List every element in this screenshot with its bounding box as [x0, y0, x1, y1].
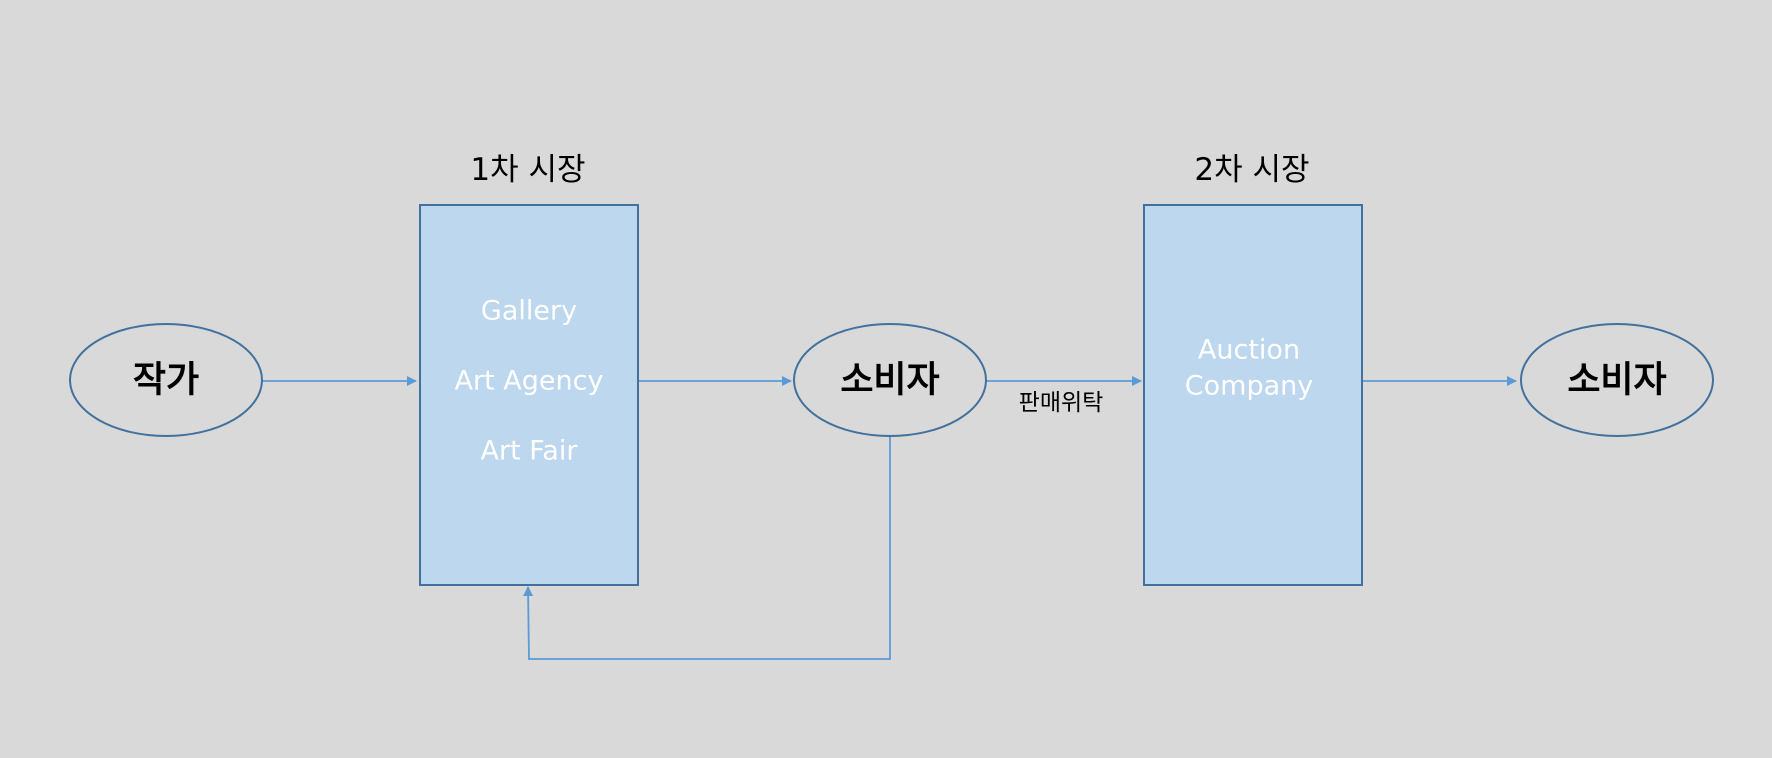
- primary-item-art-agency: Art Agency: [455, 366, 604, 397]
- artist-label: 작가: [133, 360, 199, 401]
- primary-item-art-fair: Art Fair: [481, 436, 579, 467]
- secondary-market-title: 2차 시장: [1194, 152, 1309, 188]
- primary-market-title: 1차 시장: [470, 152, 585, 188]
- secondary-market-box: [1143, 204, 1363, 586]
- consumer-label-1: 소비자: [840, 360, 939, 401]
- arrow-consumer-back-to-primary: [523, 437, 891, 660]
- consumer-label-2: 소비자: [1567, 360, 1666, 401]
- consumer-node-1: [793, 323, 987, 437]
- consumer-node-2: [1520, 323, 1714, 437]
- secondary-item-auction: Auction: [1198, 335, 1300, 366]
- secondary-item-company: Company: [1185, 371, 1313, 402]
- primary-item-gallery: Gallery: [481, 296, 577, 327]
- artist-node: [69, 323, 263, 437]
- primary-market-box: [419, 204, 639, 586]
- consignment-label: 판매위탁: [1019, 390, 1104, 416]
